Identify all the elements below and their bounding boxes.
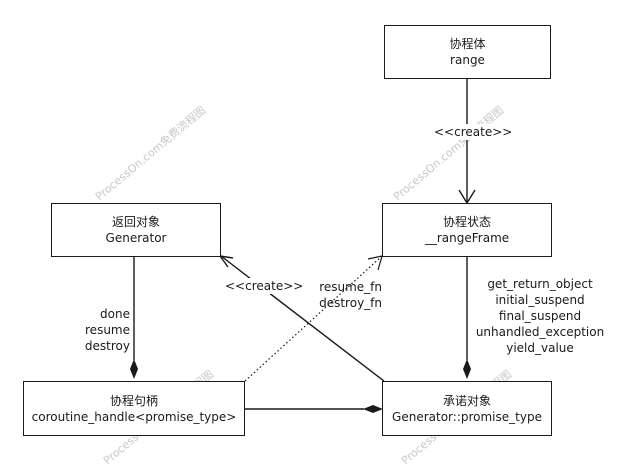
- edge-label-return-to-handle: done resume destroy: [60, 306, 130, 354]
- edge-label-state-to-promise: get_return_object initial_suspend final_…: [470, 276, 610, 356]
- method-label: final_suspend: [498, 309, 582, 323]
- node-title: 协程体: [449, 37, 486, 51]
- method-label: unhandled_exception: [475, 325, 605, 339]
- node-promise-object[interactable]: 承诺对象 Generator::promise_type: [382, 381, 552, 436]
- diamond-icon: [130, 359, 138, 379]
- method-label: destroy: [84, 339, 130, 353]
- arrowhead-open-icon: [218, 255, 234, 268]
- node-title: 协程状态: [442, 215, 491, 229]
- edge-label-body-to-state: <<create>>: [434, 124, 513, 140]
- node-subtitle: Generator: [105, 231, 167, 245]
- edge-promise-to-return: [220, 255, 385, 382]
- node-subtitle: coroutine_handle<promise_type>: [31, 409, 237, 424]
- method-label: resume_fn: [319, 280, 382, 294]
- method-label: initial_suspend: [495, 293, 585, 307]
- node-subtitle: __rangeFrame: [424, 231, 510, 245]
- node-title: 承诺对象: [442, 393, 491, 408]
- method-label: yield_value: [506, 341, 574, 355]
- edge-label-promise-to-return: <<create>>: [225, 278, 304, 294]
- arrowhead-open-icon: [367, 255, 383, 271]
- method-label: resume: [85, 323, 130, 337]
- node-subtitle: Generator::promise_type: [392, 409, 542, 424]
- node-coroutine-handle[interactable]: 协程句柄 coroutine_handle<promise_type>: [23, 381, 245, 436]
- node-subtitle: range: [450, 53, 485, 67]
- node-return-object[interactable]: 返回对象 Generator: [51, 203, 221, 257]
- diamond-icon: [463, 359, 471, 379]
- node-coroutine-body[interactable]: 协程体 range: [384, 25, 551, 79]
- node-coroutine-state[interactable]: 协程状态 __rangeFrame: [382, 203, 552, 257]
- method-label: get_return_object: [487, 277, 593, 291]
- edge-label-handle-to-state: resume_fn destroy_fn: [312, 279, 382, 311]
- node-title: 协程句柄: [109, 393, 158, 408]
- edge-handle-to-state: [244, 255, 383, 382]
- node-title: 返回对象: [111, 215, 160, 229]
- diamond-icon: [363, 405, 383, 413]
- method-label: done: [100, 307, 130, 321]
- method-label: destroy_fn: [319, 296, 382, 310]
